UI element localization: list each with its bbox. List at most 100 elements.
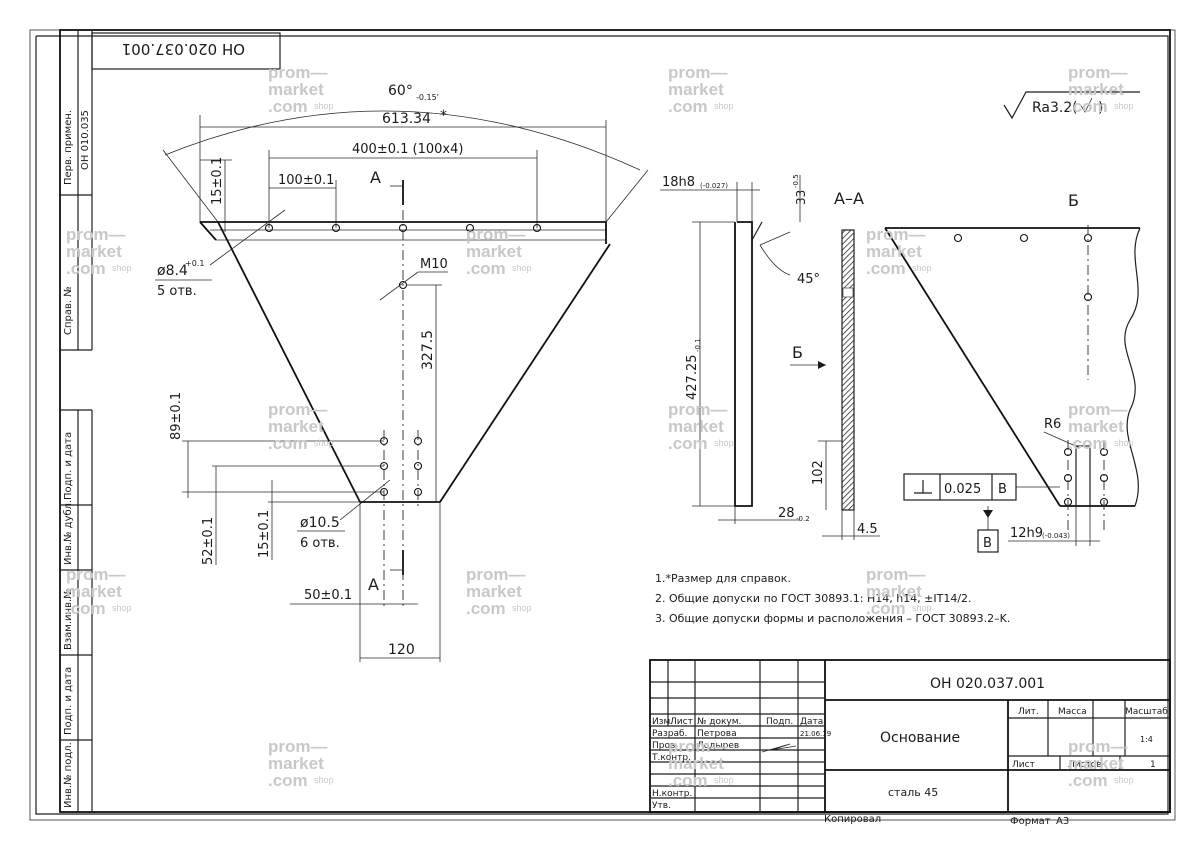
watermark-line-0: prom— — [466, 565, 526, 584]
watermark-line-0: prom— — [1068, 400, 1128, 419]
side-view: 18h8 (-0.027) 33 -0.5 45° 427.25 -0.1 Б … — [660, 174, 880, 540]
watermark-line-2: .com — [668, 771, 708, 790]
view-arrow-mark: Б — [792, 343, 803, 362]
side-label-sign-date-2: Подп. и дата — [63, 667, 74, 735]
sheet-header: Лист — [1012, 760, 1035, 770]
watermark-line-2: .com — [466, 259, 506, 278]
watermark-shop: shop — [314, 438, 334, 448]
watermark-line-2: .com — [66, 599, 106, 618]
section-title: А–А — [834, 189, 864, 208]
drawing-frame — [59, 29, 1171, 813]
watermark-line-0: prom— — [866, 225, 926, 244]
row-role-tech-control: Т.контр. — [651, 753, 691, 763]
watermark-line-0: prom— — [668, 63, 728, 82]
watermark-line-0: prom— — [1068, 63, 1128, 82]
watermark-shop: shop — [1114, 775, 1134, 785]
tolerance-datum: В — [998, 482, 1007, 497]
vertical-pitch-label: 89±0.1 — [169, 392, 184, 440]
side-label-dup-inv: Инв.№ дубл. — [63, 500, 74, 565]
sheet-border — [29, 29, 1176, 821]
angle-arc — [164, 110, 641, 171]
watermark-line-1: market — [1068, 80, 1124, 99]
side-label-replace-inv: Взам.инв.№ — [63, 588, 74, 650]
col-change: Изм. — [652, 717, 673, 727]
watermark-line-0: prom— — [866, 565, 926, 584]
watermark-line-2: .com — [268, 434, 308, 453]
title-block: Изм. Лист № докум. Подп. Дата Разраб. Пе… — [649, 659, 1171, 813]
scale-value: 1:4 — [1140, 735, 1153, 744]
watermark-2: prom—market.com shop — [1068, 63, 1134, 116]
watermark-line-1: market — [866, 582, 922, 601]
thread-label: М10 — [420, 257, 448, 272]
hole-span-label: 400±0.1 (100x4) — [352, 142, 463, 157]
side-label-first-use-code: ОН 010.035 — [80, 110, 91, 170]
row-role-checker: Пров. — [652, 741, 678, 751]
edge-offset-label: 15±0.1 — [210, 157, 225, 205]
datum-box — [977, 529, 999, 553]
thickness-tol: (-0.027) — [700, 182, 728, 190]
small-holes-count: 5 отв. — [157, 284, 197, 299]
watermark-shop: shop — [714, 775, 734, 785]
watermark-line-1: market — [466, 582, 522, 601]
watermark-line-2: .com — [1068, 771, 1108, 790]
watermark-line-1: market — [866, 242, 922, 261]
roughness-label: Ra3.2 — [1032, 100, 1072, 116]
watermark-line-2: .com — [466, 599, 506, 618]
watermark-line-2: .com — [866, 259, 906, 278]
watermark-line-2: .com — [268, 771, 308, 790]
mass-header: Масса — [1058, 707, 1087, 717]
format-value: А3 — [1056, 816, 1069, 827]
roughness-open-paren: ( — [1072, 100, 1077, 116]
top-code: ОН 020.037.001 — [122, 40, 245, 58]
watermark-line-2: .com — [668, 434, 708, 453]
side-label-first-use: Перв. примен. — [63, 110, 74, 185]
watermark-line-1: market — [668, 80, 724, 99]
height-label: 327.5 — [420, 330, 436, 370]
watermark-line-2: .com — [1068, 434, 1108, 453]
small-holes-tol: +0.1 — [185, 259, 204, 268]
watermark-line-2: .com — [66, 259, 106, 278]
side-strip: Перв. примен. ОН 010.035 Справ. № Подп. … — [60, 30, 93, 812]
format-label: Формат — [1010, 816, 1051, 827]
watermark-line-0: prom— — [1068, 737, 1128, 756]
lit-header: Лит. — [1018, 707, 1039, 717]
watermark-shop: shop — [1114, 101, 1134, 111]
base-dim-label: 28 — [778, 506, 795, 521]
part-name: Основание — [880, 730, 960, 746]
bottom-width-label: 120 — [388, 642, 415, 658]
watermark-shop: shop — [112, 603, 132, 613]
watermark-line-1: market — [268, 754, 324, 773]
watermark-line-2: .com — [866, 599, 906, 618]
watermark-shop: shop — [714, 438, 734, 448]
slot-label: 12h9 — [1010, 526, 1043, 541]
top-dim-tol: -0.5 — [792, 174, 800, 188]
row-role-developer: Разраб. — [652, 729, 687, 739]
note-1: 1.*Размер для справок. — [655, 572, 791, 585]
width-ref-mark: * — [440, 108, 447, 124]
watermark-line-1: market — [268, 417, 324, 436]
lower-dim-label: 102 — [811, 460, 826, 485]
watermark-line-0: prom— — [268, 63, 328, 82]
main-view: 60° -0.15' 613.34 * 400±0.1 (100x4) 100±… — [155, 83, 649, 662]
radius-label: R6 — [1044, 417, 1061, 432]
col-date: Дата — [800, 717, 823, 727]
row-person-checker: Лодырев — [697, 741, 739, 751]
watermark-line-0: prom— — [466, 225, 526, 244]
watermark-line-2: .com — [1068, 97, 1108, 116]
chamfer-label: 45° — [797, 272, 820, 287]
width-ref-label: 613.34 — [382, 111, 431, 127]
notes: 1.*Размер для справок. 2. Общие допуски … — [655, 572, 1010, 625]
copied-label: Копировал — [824, 814, 881, 825]
base-dim-tol: -0.2 — [796, 515, 810, 523]
big-holes-label: ø10.5 — [300, 515, 340, 531]
